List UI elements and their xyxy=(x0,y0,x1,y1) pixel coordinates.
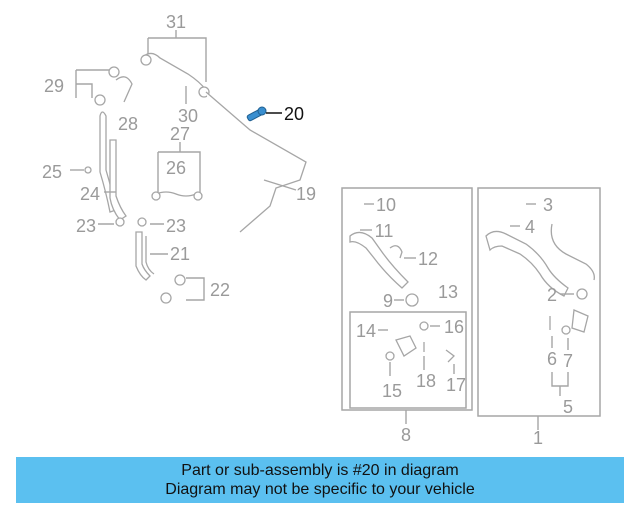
info-banner: Part or sub-assembly is #20 in diagram D… xyxy=(16,457,624,503)
clamp-22a xyxy=(174,274,186,286)
tube-21b xyxy=(145,236,155,275)
leader-19 xyxy=(263,179,297,191)
fitting-7 xyxy=(571,309,589,333)
clamp-29a xyxy=(108,66,120,78)
assembly-box-1 xyxy=(477,187,601,417)
callout-5: 5 xyxy=(563,397,573,417)
leader-22 xyxy=(186,277,205,301)
callout-17: 17 xyxy=(446,375,466,395)
callout-8: 8 xyxy=(401,425,411,445)
fitting-14 xyxy=(395,335,417,357)
clamp-29b xyxy=(94,94,106,106)
oring-7 xyxy=(561,325,571,335)
hose-right-part xyxy=(550,223,595,281)
clamp-23b xyxy=(137,217,147,227)
callout-15: 15 xyxy=(382,381,402,401)
banner-line-2: Diagram may not be specific to your vehi… xyxy=(165,481,475,498)
callout-23b: 23 xyxy=(166,216,186,236)
callout-4: 4 xyxy=(525,217,535,237)
callout-6: 6 xyxy=(547,349,557,369)
callout-22: 22 xyxy=(210,280,230,300)
hose-28-part xyxy=(115,76,133,103)
callout-10: 10 xyxy=(376,195,396,215)
banner-line-1: Part or sub-assembly is #20 in diagram xyxy=(181,462,459,479)
clamp-22b xyxy=(160,292,172,304)
callout-12: 12 xyxy=(418,249,438,269)
leader-5-6-7 xyxy=(551,336,569,396)
callout-20[interactable]: 20 xyxy=(284,104,304,124)
callout-13: 13 xyxy=(438,282,458,302)
pipe-19-part xyxy=(205,91,307,233)
clamp-12 xyxy=(389,245,403,259)
clamp-23a xyxy=(115,217,125,227)
callout-18: 18 xyxy=(416,371,436,391)
callout-19: 19 xyxy=(296,184,316,204)
callout-30: 30 xyxy=(178,106,198,126)
hose-11-part xyxy=(349,231,409,289)
ring-9 xyxy=(405,293,419,307)
callout-27: 27 xyxy=(170,124,190,144)
callout-21: 21 xyxy=(170,244,190,264)
callout-2: 2 xyxy=(547,285,557,305)
hose-26-part xyxy=(155,191,197,197)
hose-31-part xyxy=(143,52,207,91)
callout-28: 28 xyxy=(118,114,138,134)
parts-diagram: 31 29 30 28 27 26 25 24 23 23 21 22 19 2… xyxy=(42,12,601,448)
clamp-2 xyxy=(576,288,588,300)
callout-31: 31 xyxy=(166,12,186,32)
callout-9: 9 xyxy=(383,291,393,311)
tube-24b xyxy=(109,139,127,221)
callout-14: 14 xyxy=(356,321,376,341)
clamp-26b xyxy=(193,191,203,201)
oring-15 xyxy=(385,351,395,361)
callout-26: 26 xyxy=(166,158,186,178)
leader-29 xyxy=(75,69,110,98)
callout-24: 24 xyxy=(80,184,100,204)
clamp-31b xyxy=(198,86,210,98)
tube-21a xyxy=(135,231,151,281)
clamp-31a xyxy=(140,54,152,66)
clip-17 xyxy=(445,349,455,363)
bolt-25 xyxy=(84,166,92,174)
leader-31 xyxy=(148,37,207,82)
sub-assembly-box-13 xyxy=(349,311,467,409)
callout-11: 11 xyxy=(375,221,394,241)
callout-7: 7 xyxy=(563,351,573,371)
callout-3: 3 xyxy=(543,195,553,215)
clamp-16 xyxy=(419,321,429,331)
callout-16: 16 xyxy=(444,317,464,337)
leader-26-27 xyxy=(157,142,201,194)
callout-1: 1 xyxy=(533,428,543,448)
part-20-highlight[interactable] xyxy=(246,106,267,122)
callout-29: 29 xyxy=(44,76,64,96)
callout-23a: 23 xyxy=(76,216,96,236)
callout-25: 25 xyxy=(42,162,62,182)
clamp-26a xyxy=(151,191,161,201)
hose-4-part xyxy=(485,230,569,297)
assembly-box-8 xyxy=(341,187,473,411)
